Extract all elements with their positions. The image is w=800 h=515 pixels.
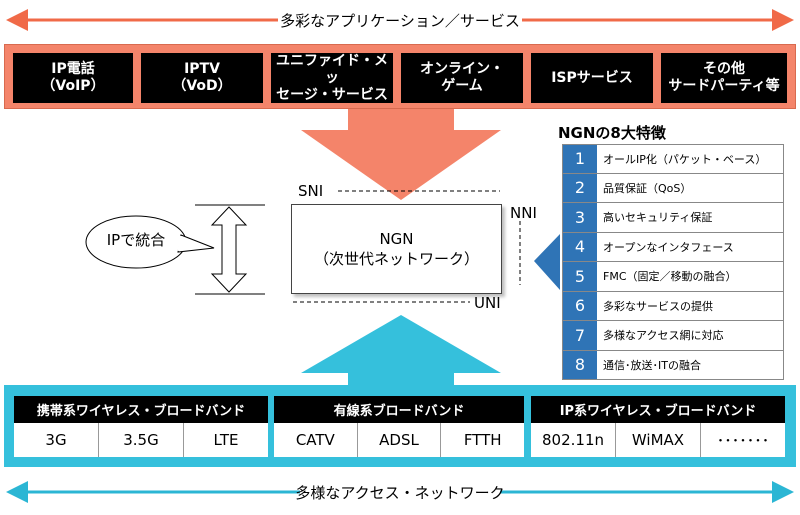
ip-bubble xyxy=(85,215,215,269)
ngn-box: NGN （次世代ネットワーク） xyxy=(291,204,502,294)
ip-integration-arrow xyxy=(195,204,265,295)
access-item: FTTH xyxy=(440,423,524,457)
service-label: ISPサービス xyxy=(551,69,633,86)
access-group-wired: 有線系ブロードバンド CATV ADSL FTTH xyxy=(274,396,524,457)
feature-text: 品質保証（QoS） xyxy=(597,173,783,202)
access-group-title: IP系ワイヤレス・ブロードバンド xyxy=(531,396,785,423)
feature-text: 多様なアクセス網に対応 xyxy=(597,321,783,350)
access-item: ･･･････ xyxy=(700,423,785,457)
access-item: 3G xyxy=(45,431,67,449)
service-iptv: IPTV （VoD） xyxy=(141,53,263,103)
service-label: オンライン・ ゲーム xyxy=(420,61,504,94)
service-label: IPTV （VoD） xyxy=(172,61,232,94)
feature-number: 7 xyxy=(563,321,597,350)
down-arrow xyxy=(301,108,501,200)
access-item: LTE xyxy=(183,423,268,457)
feature-number: 1 xyxy=(563,145,597,173)
feature-text: 通信･放送･ITの融合 xyxy=(597,350,783,379)
sni-label: SNI xyxy=(298,182,324,200)
feature-pointer xyxy=(534,234,560,290)
features-title: NGNの8大特徴 xyxy=(558,124,666,142)
access-group-mobile: 携帯系ワイヤレス・ブロードバンド 3G 3.5G LTE xyxy=(14,396,268,457)
service-isp: ISPサービス xyxy=(531,53,653,103)
access-item: WiMAX xyxy=(615,423,700,457)
access-item: CATV xyxy=(295,431,335,449)
feature-text: FMC（固定／移動の融合） xyxy=(597,262,783,291)
feature-number: 8 xyxy=(563,350,597,379)
access-group-title: 有線系ブロードバンド xyxy=(274,396,524,423)
ip-bubble-label: IPで統合 xyxy=(106,231,166,249)
service-online-game: オンライン・ ゲーム xyxy=(401,53,523,103)
services-band: IP電話 （VoIP） IPTV （VoD） ユニファイド・メッ セージ・サービ… xyxy=(4,44,796,109)
access-group-ip-wireless: IP系ワイヤレス・ブロードバンド 802.11n WiMAX ･･･････ xyxy=(531,396,785,457)
top-banner-text: 多彩なアプリケーション／サービス xyxy=(280,12,520,30)
feature-text: 高いセキュリティ保証 xyxy=(597,203,783,232)
feature-number: 3 xyxy=(563,203,597,232)
uni-label: UNI xyxy=(474,294,501,312)
service-third-party: その他 サードパーティ等 xyxy=(661,53,787,103)
feature-number: 2 xyxy=(563,173,597,202)
feature-number: 4 xyxy=(563,232,597,261)
feature-text: オープンなインタフェース xyxy=(597,232,783,261)
feature-text: 多彩なサービスの提供 xyxy=(597,291,783,320)
service-label: IP電話 （VoIP） xyxy=(41,61,105,94)
ngn-title: NGN xyxy=(379,230,414,248)
service-label: その他 サードパーティ等 xyxy=(668,61,780,94)
feature-number: 6 xyxy=(563,291,597,320)
access-item: 802.11n xyxy=(542,431,604,449)
access-group-title: 携帯系ワイヤレス・ブロードバンド xyxy=(14,396,268,423)
up-arrow xyxy=(301,315,501,390)
access-band: 携帯系ワイヤレス・ブロードバンド 3G 3.5G LTE 有線系ブロードバンド … xyxy=(4,385,796,467)
access-item: 3.5G xyxy=(98,423,183,457)
feature-text: オールIP化（パケット・ベース） xyxy=(597,145,783,173)
bottom-banner-text: 多様なアクセス・ネットワーク xyxy=(295,484,505,502)
service-unified-messaging: ユニファイド・メッ セージ・サービス xyxy=(271,53,393,103)
service-label: ユニファイド・メッ セージ・サービス xyxy=(276,52,388,103)
service-voip: IP電話 （VoIP） xyxy=(13,53,133,103)
feature-number: 5 xyxy=(563,262,597,291)
access-item: ADSL xyxy=(356,423,441,457)
nni-label: NNI xyxy=(510,204,537,222)
ngn-subtitle: （次世代ネットワーク） xyxy=(313,250,479,268)
